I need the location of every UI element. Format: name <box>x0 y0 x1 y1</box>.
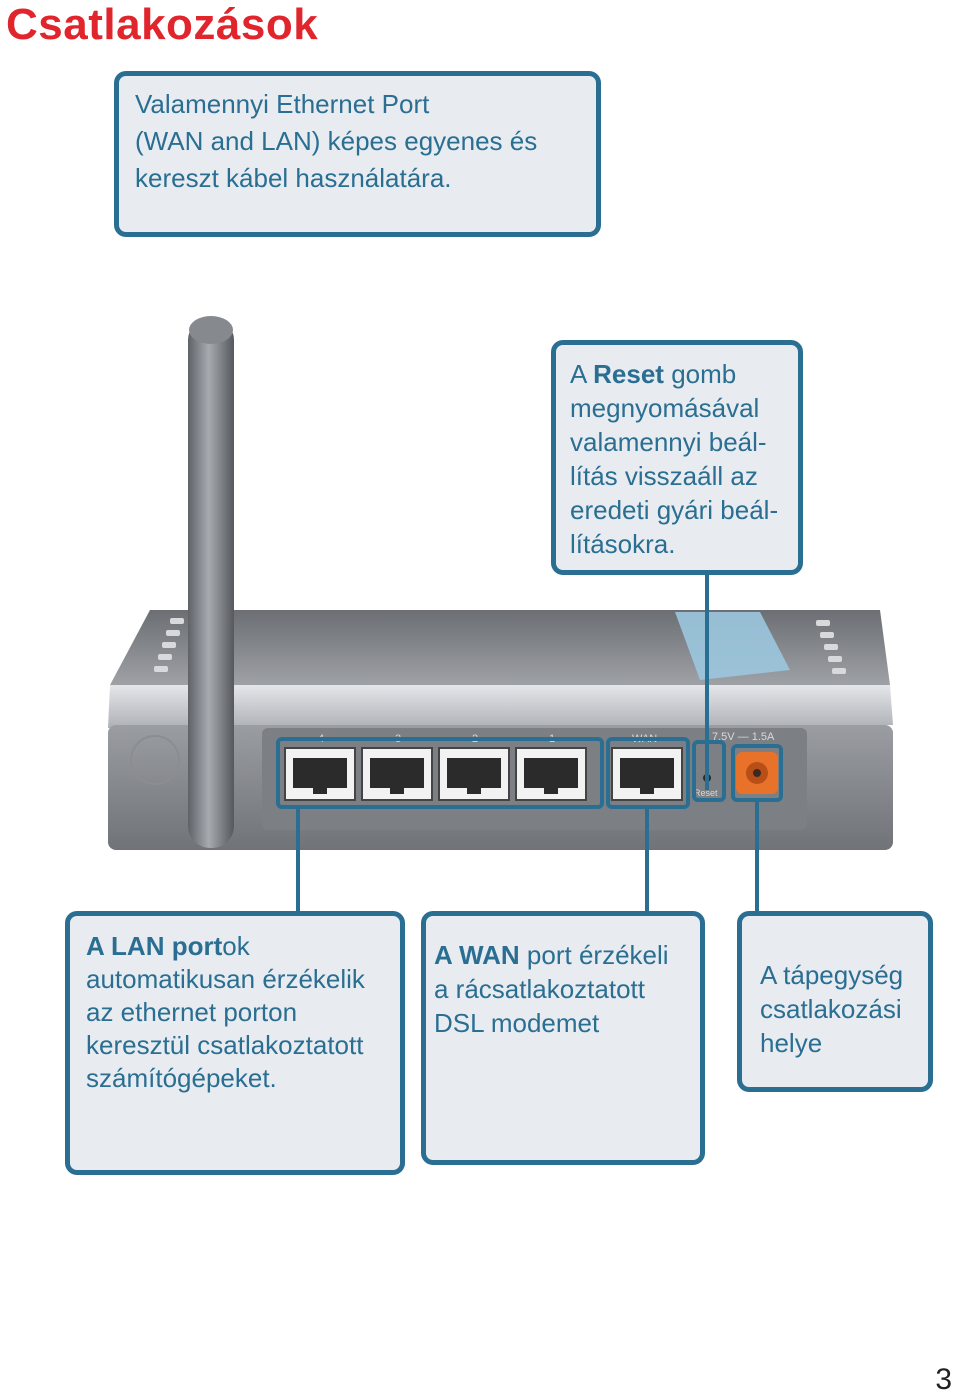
lan-bracket <box>276 737 604 809</box>
reset-callout-bold: Reset <box>593 359 664 389</box>
wan-callout: A WAN port érzékeli a rácsatlakoztatott … <box>421 911 705 1165</box>
lan-callout: A LAN portok automatikusan érzékelik az … <box>65 911 405 1175</box>
power-connector-line <box>755 802 759 911</box>
antenna <box>188 318 234 848</box>
lan-callout-text: A LAN portok automatikusan érzékelik az … <box>86 930 384 1095</box>
lan-connector-line <box>296 809 300 911</box>
router-silver-band <box>108 685 893 728</box>
power-callout: A tápegység csatlakozási helye <box>737 911 933 1092</box>
wan-callout-bold: A WAN <box>434 940 520 970</box>
reset-connector-line <box>705 575 709 790</box>
lan-callout-bold: A LAN port <box>86 931 223 961</box>
reset-callout-rest: gomb megnyomásával valamennyi beál- lítá… <box>570 359 779 559</box>
page-number: 3 <box>935 1363 952 1396</box>
lan-callout-rest: ok automatikusan érzékelik az ethernet p… <box>86 931 365 1093</box>
ethernet-callout-text: Valamennyi Ethernet Port (WAN and LAN) k… <box>135 89 538 193</box>
power-callout-text: A tápegység csatlakozási helye <box>760 960 904 1058</box>
reset-label: Reset <box>694 788 718 798</box>
wan-callout-text: A WAN port érzékeli a rácsatlakoztatott … <box>434 938 692 1040</box>
page-title: Csatlakozások <box>6 0 319 49</box>
wan-port <box>611 747 683 801</box>
wan-bracket <box>606 737 690 809</box>
reset-callout-prefix: A <box>570 359 594 389</box>
wan-callout-rest: port érzékeli a rácsatlakoztatott DSL mo… <box>434 940 669 1038</box>
router-illustration: 4 3 2 1 WAN 7.5V — 1.5A Reset <box>108 316 893 850</box>
ethernet-callout: Valamennyi Ethernet Port (WAN and LAN) k… <box>114 71 601 237</box>
lan-ports <box>284 747 587 801</box>
power-bracket <box>731 744 783 802</box>
router-sticker <box>675 612 790 680</box>
power-label: 7.5V — 1.5A <box>712 731 775 743</box>
reset-bracket <box>692 740 726 802</box>
wan-connector-line <box>645 809 649 911</box>
reset-callout: A Reset gomb megnyomásával valamennyi be… <box>551 340 803 575</box>
reset-callout-text: A Reset gomb megnyomásával valamennyi be… <box>570 357 784 561</box>
